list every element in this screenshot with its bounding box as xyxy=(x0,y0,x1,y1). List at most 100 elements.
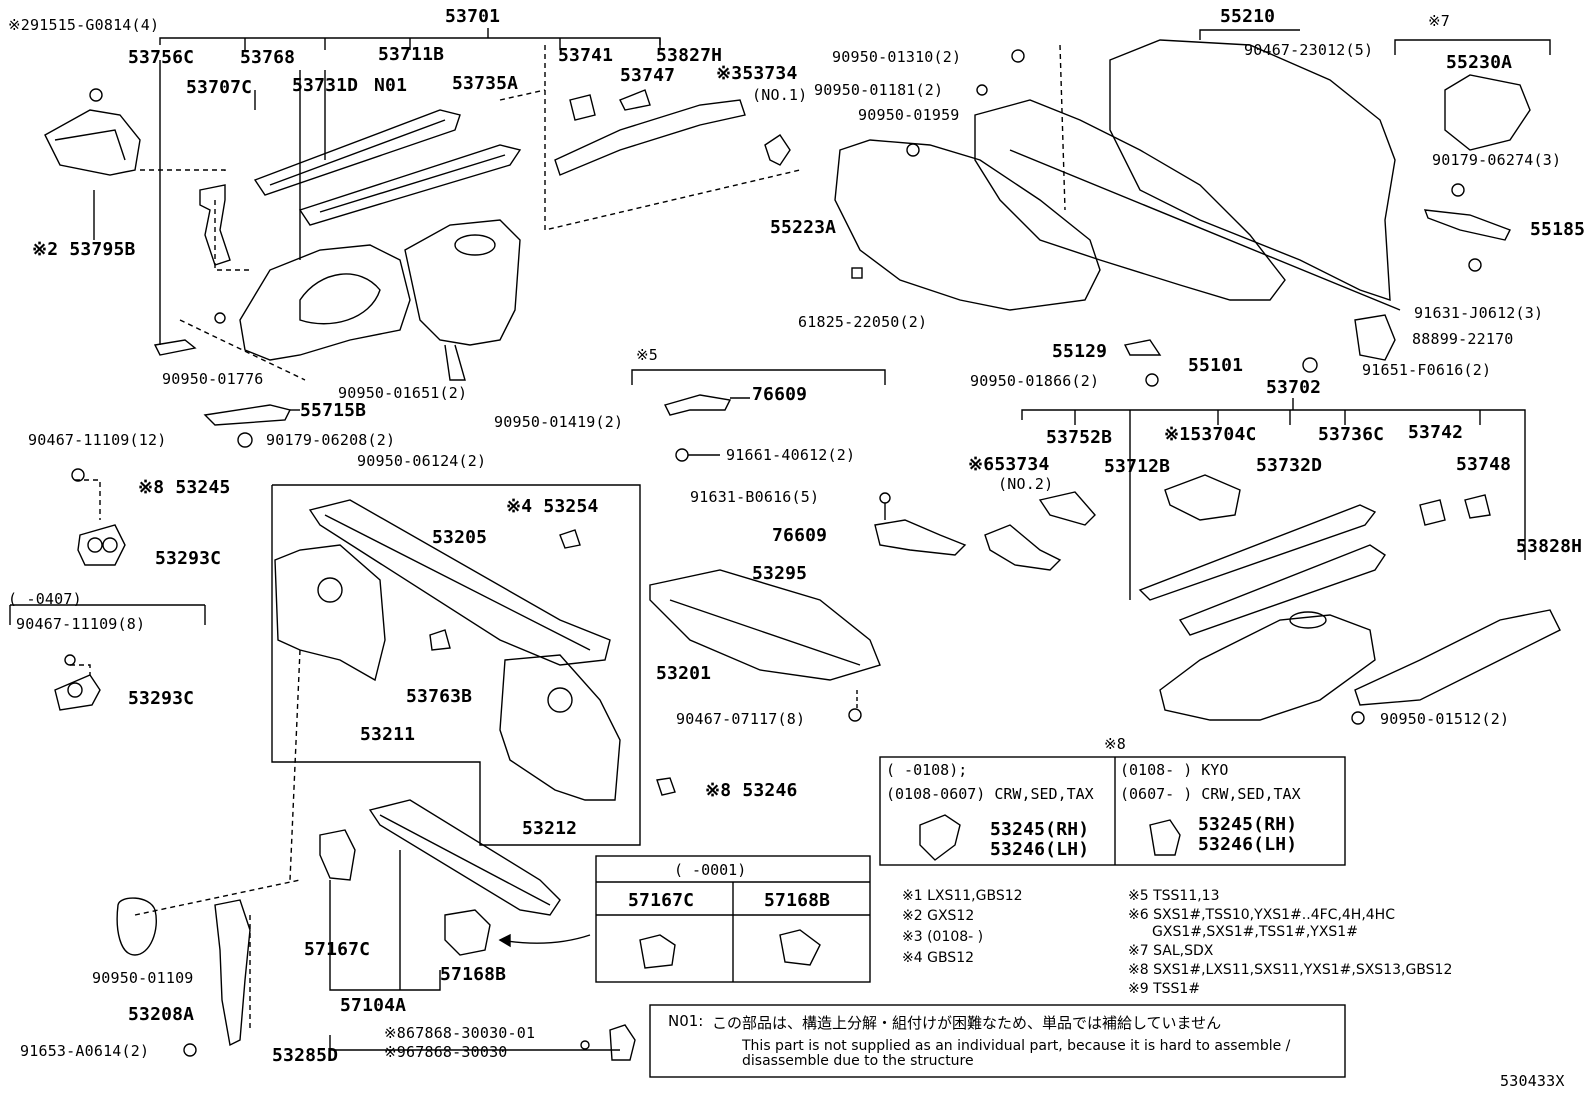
callout-90950-01776: 90950-01776 xyxy=(162,370,264,388)
part-53246 xyxy=(656,777,676,796)
callout-no2: (NO.2) xyxy=(998,475,1054,493)
callout-53293C-lower: 53293C xyxy=(128,688,195,709)
callout-90950-01512: 90950-01512(2) xyxy=(1380,710,1510,728)
callout-no1: (NO.1) xyxy=(752,86,808,104)
callout-53752B: 53752B xyxy=(1046,427,1113,448)
part-53795B xyxy=(44,109,141,176)
callout-90950-01310: 90950-01310(2) xyxy=(832,48,962,66)
callout-90179-06274: 90179-06274(3) xyxy=(1432,151,1562,169)
callout-90950-01109: 90950-01109 xyxy=(92,969,194,987)
part-53735A xyxy=(298,144,522,226)
callout-note5: ※5 xyxy=(636,346,658,364)
part-53748 xyxy=(1464,494,1491,519)
part-88899-22170 xyxy=(1354,314,1396,361)
callout-90179-06208: 90179-06208(2) xyxy=(266,431,396,449)
part-53734-no2 xyxy=(984,524,1062,571)
part-53295 xyxy=(649,569,881,681)
part-55210 xyxy=(1109,39,1396,301)
table0001-col1: 57167C xyxy=(628,890,695,911)
callout-53707C: 53707C xyxy=(186,77,253,98)
callout-88899-22170: 88899-22170 xyxy=(1412,330,1514,348)
callout-53736C: 53736C xyxy=(1318,424,1385,445)
callout-53246: ※8 53246 xyxy=(705,780,798,801)
callout-53201: 53201 xyxy=(656,663,712,684)
callout-67868-30030: ※967868-30030 xyxy=(384,1043,508,1061)
part-53293C-upper xyxy=(77,524,126,566)
part-53828H xyxy=(1354,609,1561,706)
n01-note-japanese: この部品は、構造上分解・組付けが困難なため、単品では補給していません xyxy=(712,1014,1222,1032)
callout-53245: ※8 53245 xyxy=(138,477,231,498)
part-53747 xyxy=(619,89,651,111)
callout-53734-no1: ※353734 xyxy=(716,63,798,84)
part-55129 xyxy=(1123,339,1162,356)
table8-left-row1: ( -0108); xyxy=(886,761,968,779)
part-53734-no1 xyxy=(764,134,791,166)
nut-90179-06208 xyxy=(237,432,253,448)
part-53293C-lower xyxy=(54,674,101,711)
callout-53742: 53742 xyxy=(1408,422,1464,443)
table8-right-row2: (0607- ) CRW,SED,TAX xyxy=(1120,785,1301,803)
callout-53212: 53212 xyxy=(522,818,578,839)
callout-53748: 53748 xyxy=(1456,454,1512,475)
callout-90950-01866: 90950-01866(2) xyxy=(970,372,1100,390)
part-53205 xyxy=(308,499,611,666)
callout-53731D: 53731D xyxy=(292,75,359,96)
part-53736C xyxy=(1178,544,1386,636)
callout-53205: 53205 xyxy=(432,527,488,548)
callout-90467-07117: 90467-07117(8) xyxy=(676,710,806,728)
note-7: ※7 SAL,SDX xyxy=(1128,943,1214,959)
diagram-id: 530433X xyxy=(1500,1072,1565,1090)
callout-55101: 55101 xyxy=(1188,355,1244,376)
callout-53711B: 53711B xyxy=(378,44,445,65)
callout-55715B: 55715B xyxy=(300,400,367,421)
callout-53768: 53768 xyxy=(240,47,296,68)
callout-53828H: 53828H xyxy=(1516,536,1583,557)
callout-91653-A0614: 91653-A0614(2) xyxy=(20,1042,150,1060)
callout-91515-G0814: ※291515-G0814(4) xyxy=(8,16,160,34)
table0001-col2: 57168B xyxy=(764,890,831,911)
part-53211 xyxy=(274,544,386,682)
callout-91631-B0616: 91631-B0616(5) xyxy=(690,488,820,506)
callout-55210: 55210 xyxy=(1220,6,1276,27)
note-2: ※2 GXS12 xyxy=(902,908,975,924)
part-76609-lower xyxy=(874,519,967,556)
note-3: ※3 (0108- ) xyxy=(902,929,984,945)
part-53731D xyxy=(253,109,461,196)
callout-90467-11109-12: 90467-11109(12) xyxy=(28,431,167,449)
part-53285D xyxy=(609,1024,636,1061)
note-9: ※9 TSS1# xyxy=(1128,981,1201,997)
callout-90950-06124: 90950-06124(2) xyxy=(357,452,487,470)
callout-53747: 53747 xyxy=(620,65,676,86)
part-90950-01109 xyxy=(116,897,157,956)
callout-91661-40612: 91661-40612(2) xyxy=(726,446,856,464)
callout-90950-01419: 90950-01419(2) xyxy=(494,413,624,431)
callout-53702: 53702 xyxy=(1266,377,1322,398)
part-53752B xyxy=(1038,491,1096,526)
note-4: ※4 GBS12 xyxy=(902,950,975,966)
callout-57104A: 57104A xyxy=(340,995,407,1016)
part-53732D xyxy=(1138,504,1377,601)
table8-right-row1: (0108- ) KYO xyxy=(1120,761,1229,779)
n01-note-english-1: This part is not supplied as an individu… xyxy=(742,1038,1291,1054)
callout-90467-23012: 90467-23012(5) xyxy=(1244,41,1374,59)
part-55715B xyxy=(203,404,292,426)
callout-53293C-upper: 53293C xyxy=(155,548,222,569)
part-53742 xyxy=(1419,499,1446,526)
part-53763B xyxy=(429,629,451,651)
callout-90950-01181: 90950-01181(2) xyxy=(814,81,944,99)
part-53701-apron xyxy=(404,219,521,346)
box-53201 xyxy=(271,484,641,846)
callout-61825-22050: 61825-22050(2) xyxy=(798,313,928,331)
table0001-header: ( -0001) xyxy=(674,861,747,879)
table8-left-rh: 53245(RH) xyxy=(990,819,1090,840)
n01-note-english-2: disassemble due to the structure xyxy=(742,1053,974,1069)
note-8: ※8 SXS1#,LXS11,SXS11,YXS1#,SXS13,GBS12 xyxy=(1128,962,1453,978)
callout-55129: 55129 xyxy=(1052,341,1108,362)
part-53827H xyxy=(554,99,746,176)
n01-note-key: N01: xyxy=(668,1012,704,1030)
part-53704C xyxy=(1164,474,1241,521)
callout-55230A: 55230A xyxy=(1446,52,1513,73)
part-57104A xyxy=(368,799,561,916)
part-53711B xyxy=(239,244,411,361)
callout-note7: ※7 xyxy=(1428,12,1450,30)
